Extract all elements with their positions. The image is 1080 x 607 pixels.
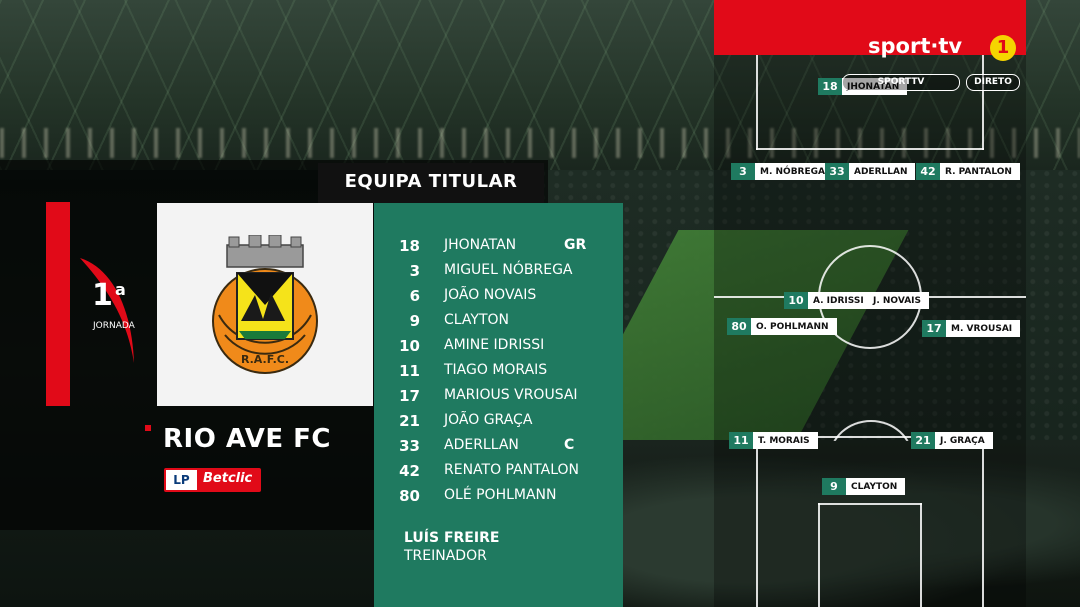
player-number: 10 [399, 337, 420, 355]
player-name: JOÃO NOVAIS [444, 287, 537, 303]
player-name: MIGUEL NÓBREGA [444, 262, 573, 278]
player-name: OLÉ POHLMANN [444, 487, 557, 503]
round-number: 1 [92, 278, 113, 313]
formation-player-number: 10 [784, 292, 808, 309]
player-name: CLAYTON [444, 312, 509, 328]
pitch-line [982, 436, 984, 607]
header-box [318, 163, 544, 203]
formation-player-number: 42 [916, 163, 940, 180]
player-name: AMINE IDRISSI [444, 337, 545, 353]
player-number: 6 [409, 287, 420, 305]
player-number: 33 [399, 437, 420, 455]
lineup-row: 3 MIGUEL NÓBREGA [374, 262, 623, 284]
lineup-title: EQUIPA TITULAR [344, 171, 518, 192]
formation-player-number: 11 [729, 432, 753, 449]
formation-player-number: 21 [911, 432, 935, 449]
pitch-line [920, 503, 922, 607]
league-logo: LP [166, 470, 197, 490]
player-number: 80 [399, 487, 420, 505]
player-name: TIAGO MORAIS [444, 362, 548, 378]
formation-player-name: O. POHLMANN [751, 318, 837, 335]
player-number: 21 [399, 412, 420, 430]
lineup-row: 10 AMINE IDRISSI [374, 337, 623, 359]
formation-player-name: M. VROUSAI [946, 320, 1021, 337]
league-sponsor: Betclic [203, 471, 253, 486]
lineup-row: 33 ADERLLAN C [374, 437, 623, 459]
player-number: 3 [409, 262, 420, 280]
formation-player-name: A. IDRISSI [808, 292, 872, 309]
round-swoosh-icon [80, 258, 134, 363]
red-accent-bar [46, 202, 70, 406]
pitch-line [756, 55, 758, 150]
team-name: RIO AVE FC [163, 424, 331, 454]
player-name: JOÃO GRAÇA [444, 412, 533, 428]
lineup-row: 42 RENATO PANTALON [374, 462, 623, 484]
lineup-row: 21 JOÃO GRAÇA [374, 412, 623, 434]
crest-letters: R.A.F.C. [241, 353, 289, 366]
coach-role: TREINADOR [404, 548, 487, 564]
formation-player-name: CLAYTON [846, 478, 906, 495]
player-role: GR [564, 237, 587, 253]
broadcaster-logo: sport·tv [868, 34, 963, 58]
channel-number: 1 [990, 35, 1016, 61]
rio-ave-crest-icon: R.A.F.C. [212, 235, 318, 374]
team-marker [145, 425, 151, 431]
formation-player-number: 17 [922, 320, 946, 337]
lineup-row: 17 MARIOUS VROUSAI [374, 387, 623, 409]
formation-player-name: ADERLLAN [849, 163, 916, 180]
player-name: RENATO PANTALON [444, 462, 579, 478]
player-number: 17 [399, 387, 420, 405]
lineup-row: 80 OLÉ POHLMANN [374, 487, 623, 509]
channel-pill: SPORTTV [842, 74, 960, 91]
pitch-line [982, 55, 984, 150]
player-number: 11 [399, 362, 420, 380]
formation-player-number: 9 [822, 478, 846, 495]
live-pill: DIRETO [966, 74, 1020, 91]
formation-player-name: J. NOVAIS [868, 292, 929, 309]
foreground-fans [600, 440, 1080, 607]
formation-player-name: M. NÓBREGA [755, 163, 833, 180]
lineup-row: 11 TIAGO MORAIS [374, 362, 623, 384]
player-number: 9 [409, 312, 420, 330]
formation-player-name: R. PANTALON [940, 163, 1020, 180]
formation-player-number: 3 [731, 163, 755, 180]
roof-lights [0, 128, 1080, 158]
formation-player-tag: J. NOVAIS [868, 292, 929, 309]
player-name: ADERLLAN [444, 437, 519, 453]
penalty-arc [829, 420, 913, 441]
player-name: JHONATAN [444, 237, 517, 253]
pitch-line [818, 503, 922, 505]
formation-player-number: 80 [727, 318, 751, 335]
formation-player-number: 18 [818, 78, 842, 95]
formation-player-number: 33 [825, 163, 849, 180]
broadcaster-banner [714, 0, 1026, 55]
pitch-line [756, 436, 758, 607]
lineup-row: 18 JHONATAN GR [374, 237, 623, 259]
pitch-line [818, 503, 820, 607]
player-number: 42 [399, 462, 420, 480]
player-name: MARIOUS VROUSAI [444, 387, 578, 403]
round-superscript: a [115, 280, 126, 299]
coach-name: LUÍS FREIRE [404, 530, 500, 546]
round-label: JORNADA [93, 321, 135, 331]
player-role: C [564, 437, 575, 453]
lineup-row: 9 CLAYTON [374, 312, 623, 334]
pitch-line [756, 148, 984, 150]
formation-player-name: J. GRAÇA [935, 432, 993, 449]
formation-player-name: T. MORAIS [753, 432, 818, 449]
lineup-panel [374, 203, 623, 607]
lineup-row: 6 JOÃO NOVAIS [374, 287, 623, 309]
player-number: 18 [399, 237, 420, 255]
